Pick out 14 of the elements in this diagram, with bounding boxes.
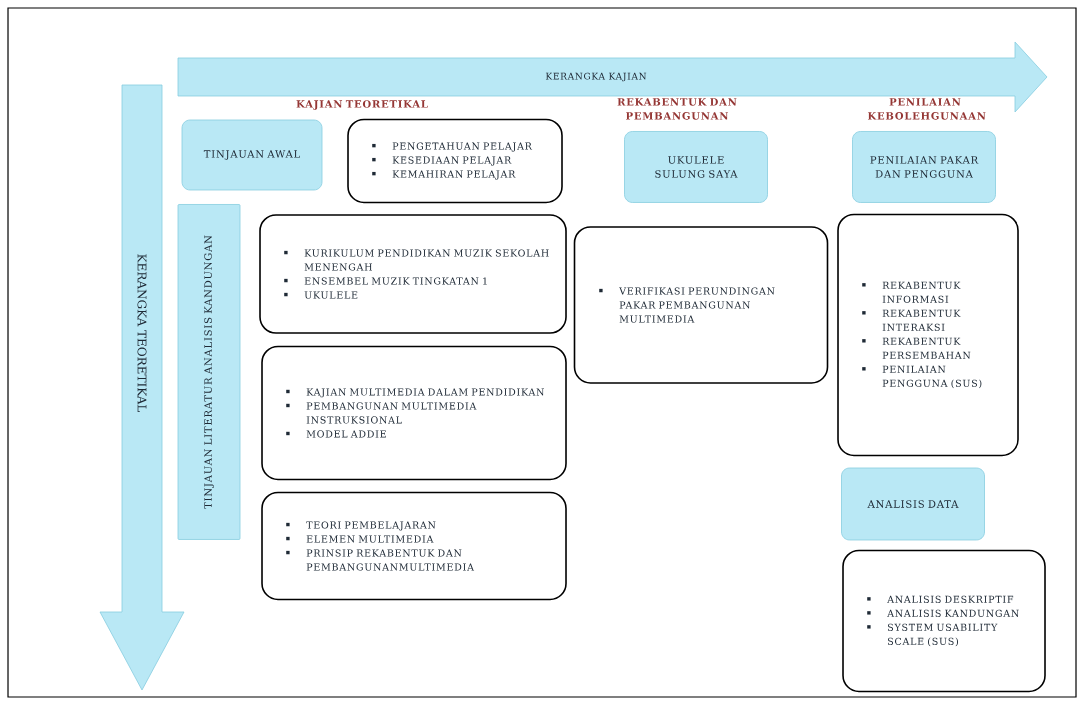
bullet-list-box: VERIFIKASI PERUNDINGAN PAKAR PEMBANGUNAN MULTIMEDIA xyxy=(573,226,829,384)
bullet-list-box: TEORI PEMBELAJARAN ELEMEN MULTIMEDIA PRINSIP REKABENTUK DAN PEMBANGUNANMULTIMEDIA xyxy=(261,491,567,601)
bullet-list-box: REKABENTUK INFORMASI REKABENTUK INTERAKSI REKABENTUK PERSEMBAHAN PENILAIAN PENGGUNA (SUS) xyxy=(837,213,1019,457)
arrow-band: KERANGKA TEORETIKAL xyxy=(99,84,185,691)
column-heading: KAJIAN TEORETIKAL xyxy=(296,100,428,110)
title-box: TINJAUAN AWAL xyxy=(181,119,323,191)
title-box: PENILAIAN PAKAR DAN PENGGUNA xyxy=(852,131,996,203)
bullet-list-box: PENGETAHUAN PELAJAR KESEDIAAN PELAJAR KEMAHIRAN PELAJAR xyxy=(347,118,563,204)
title-box: ANALISIS DATA xyxy=(841,467,985,541)
title-box: TINJAUAN LITERATUR ANALISIS KANDUNGAN xyxy=(177,204,241,540)
bullet-list-box: KAJIAN MULTIMEDIA DALAM PENDIDIKAN PEMBANGUNAN MULTIMEDIA INSTRUKSIONAL MODEL ADDIE xyxy=(261,345,567,481)
bullet-list-box: ANALISIS DESKRIPTIF ANALISIS KANDUNGAN SYSTEM USABILITY SCALE (SUS) xyxy=(842,549,1046,693)
title-box: UKULELE SULUNG SAYA xyxy=(624,131,768,203)
bullet-list-box: KURIKULUM PENDIDIKAN MUZIK SEKOLAH MENENGAH ENSEMBEL MUZIK TINGKATAN 1 UKULELE xyxy=(259,214,567,334)
